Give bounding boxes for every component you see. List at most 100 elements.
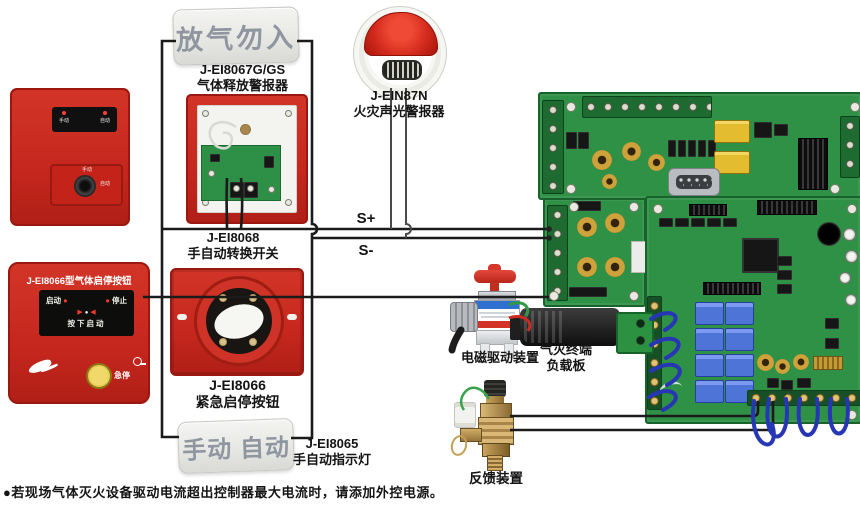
pcb-hole-icon xyxy=(268,186,275,193)
terminal-screw-icon xyxy=(233,185,240,192)
ic-chip xyxy=(774,124,788,136)
ic-chip xyxy=(754,122,772,138)
pin-header xyxy=(703,282,761,295)
label-text-line xyxy=(479,312,515,314)
press-to-start-label: 按下启动 xyxy=(67,319,106,328)
load-board-label-line2: 负载板 xyxy=(546,357,586,373)
manual-led-icon xyxy=(62,111,66,115)
ic-chip xyxy=(777,270,792,280)
siren-model: J-EIN87N xyxy=(370,88,428,103)
pin-header xyxy=(798,138,828,190)
arrow-right-icon: ▶ xyxy=(77,309,83,316)
key-panel-led-strip: 手动 自动 xyxy=(52,107,117,132)
button-mount-ring xyxy=(194,276,284,366)
mount-hole-icon xyxy=(850,102,860,112)
center-dot-icon: ● xyxy=(84,310,89,316)
valve-body xyxy=(478,417,514,445)
mount-hole-icon xyxy=(629,202,639,212)
mount-hole-icon xyxy=(566,184,576,194)
handle-knob-icon xyxy=(488,264,501,273)
db9-pins xyxy=(676,175,712,189)
led-auto-label: 自动 xyxy=(99,118,110,124)
component xyxy=(569,287,607,297)
diode-icon xyxy=(678,140,686,157)
filter-board xyxy=(543,197,647,307)
ic-chip xyxy=(777,284,792,294)
s-plus-label: S+ xyxy=(356,210,376,227)
component xyxy=(210,154,220,162)
relay-blue xyxy=(695,302,724,325)
diode-icon xyxy=(688,140,696,157)
load-terminal-block xyxy=(616,312,654,354)
valve-threaded-tip xyxy=(487,455,503,471)
start-label: 启动 ● xyxy=(46,296,68,305)
mount-hole-icon xyxy=(566,102,576,112)
start-led-icon: ● xyxy=(63,296,68,305)
diode-icon xyxy=(698,140,706,157)
mount-hole-icon xyxy=(830,184,840,194)
panel-screw-icon xyxy=(202,110,209,117)
panel-screw-icon xyxy=(285,110,292,117)
button-white-center[interactable] xyxy=(210,299,268,344)
valve-black-cap xyxy=(484,380,506,397)
s-minus-label: S- xyxy=(358,242,374,259)
terminal-screw-icon xyxy=(249,294,257,302)
siren-red-dome xyxy=(364,12,438,56)
gas-release-warning-text: 放气勿入 xyxy=(175,21,297,56)
relay-blue xyxy=(695,354,724,377)
estop-label: 急停 xyxy=(114,371,130,380)
power-inductor-icon xyxy=(817,222,841,246)
mount-hole-icon xyxy=(847,410,857,420)
led-manual-label: 手动 xyxy=(59,118,70,124)
key-auto-label: 自动 xyxy=(100,181,111,187)
capacitor-icon xyxy=(845,294,857,306)
capacitor-icon xyxy=(839,272,851,284)
pin-header xyxy=(757,200,817,215)
terminal-screw-icon xyxy=(247,185,254,192)
toroid-coil-icon xyxy=(605,257,625,277)
component xyxy=(566,132,577,149)
relay-blue xyxy=(725,328,754,351)
mcu-chip xyxy=(742,238,779,273)
indicator-label: J-EI8065 手自动指示灯 xyxy=(272,436,392,467)
relay-blue xyxy=(725,354,754,377)
component xyxy=(264,156,274,168)
diode-icon xyxy=(668,140,676,157)
button-black-base xyxy=(206,288,272,354)
emergency-button-name: 紧急启停按钮 xyxy=(195,393,280,410)
key-manual-label: 手动 xyxy=(82,167,93,173)
key-hole-icon xyxy=(133,357,142,366)
screen-arrows: ▶ ● ◀ xyxy=(46,308,127,316)
toroid-coil-icon xyxy=(622,142,641,161)
side-slot-icon xyxy=(177,314,187,320)
valve-side-port xyxy=(460,428,482,442)
emergency-button-device xyxy=(170,268,304,376)
ic-chip xyxy=(825,338,839,349)
toroid-coil-icon xyxy=(602,174,617,189)
ic-chip xyxy=(659,218,673,227)
gas-release-alarm-model: J-EI8067G/GS xyxy=(199,62,286,77)
screen-row-start-stop: 启动 ● ● 停止 xyxy=(46,295,127,306)
label-text-line xyxy=(481,316,513,318)
gas-release-alarm-device xyxy=(186,94,308,224)
db9-connector xyxy=(668,168,720,196)
mounting-bolt-icon xyxy=(240,124,251,135)
indicator-model: J-EI8065 xyxy=(305,436,359,451)
ic-chip xyxy=(825,318,839,329)
pcb-hole-icon xyxy=(208,170,215,177)
red-handle[interactable] xyxy=(474,270,516,283)
emergency-button-model: J-EI8066 xyxy=(209,377,266,393)
panel-screw-icon xyxy=(285,199,292,206)
component xyxy=(797,378,811,388)
toroid-coil-icon xyxy=(757,354,774,371)
load-board-label-line1: 气灭终端 xyxy=(539,342,592,357)
emergency-stop-button[interactable] xyxy=(86,363,112,389)
toroid-coil-icon xyxy=(577,257,597,277)
terminal-screw-icon xyxy=(219,294,227,302)
alarm-pcb xyxy=(201,145,281,201)
key-switch[interactable] xyxy=(74,175,96,197)
indicator-name: 手自动指示灯 xyxy=(292,451,371,467)
toroid-coil-icon xyxy=(648,154,665,171)
mount-hole-icon xyxy=(653,204,663,214)
